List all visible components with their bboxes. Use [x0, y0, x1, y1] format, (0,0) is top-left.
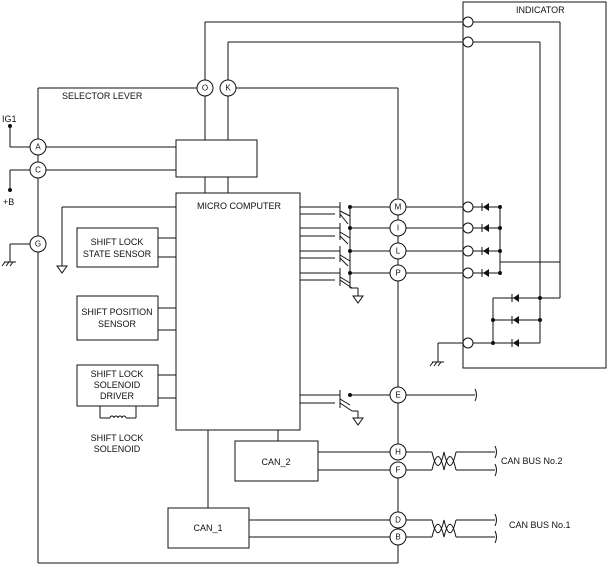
can1-label: CAN_1: [193, 523, 222, 533]
plus-b-label: +B: [3, 197, 14, 207]
svg-text:O: O: [202, 84, 208, 93]
terminal-b: B: [389, 528, 407, 546]
svg-text:K: K: [225, 84, 231, 93]
solenoid-driver-label-3: DRIVER: [100, 391, 135, 401]
terminal-a: A: [29, 138, 47, 156]
svg-text:G: G: [35, 240, 41, 249]
can2-block: [234, 440, 319, 482]
svg-text:P: P: [395, 269, 400, 278]
solenoid-label-1: SHIFT LOCK: [91, 433, 144, 443]
solenoid-coil: [109, 415, 127, 419]
terminal-m: M: [389, 198, 407, 216]
selector-lever-label: SELECTOR LEVER: [62, 91, 143, 101]
twisted-pair-can1: [431, 519, 457, 538]
terminal-o: O: [196, 79, 214, 97]
solenoid-driver-label-2: SOLENOID: [94, 380, 141, 390]
svg-text:F: F: [396, 466, 401, 475]
shift-position-sensor-label-2: SENSOR: [98, 319, 137, 329]
terminal-d: D: [389, 511, 407, 529]
terminal-e: E: [389, 386, 407, 404]
micro-computer-label: MICRO COMPUTER: [197, 201, 281, 211]
svg-text:H: H: [395, 448, 401, 457]
shift-lock-state-sensor: [76, 227, 159, 268]
shift-position-sensor: [76, 295, 159, 341]
terminal-k: K: [219, 79, 237, 97]
svg-text:I: I: [397, 224, 399, 233]
can-bus-2-label: CAN BUS No.2: [501, 456, 563, 466]
terminal-g: G: [29, 235, 47, 253]
solenoid-label-2: SOLENOID: [94, 444, 141, 454]
shift-lock-state-sensor-label-2: STATE SENSOR: [83, 249, 152, 259]
solenoid-driver-label-1: SHIFT LOCK: [91, 369, 144, 379]
terminal-i: I: [389, 219, 407, 237]
shift-position-sensor-label-1: SHIFT POSITION: [81, 307, 152, 317]
terminal-c: C: [29, 161, 47, 179]
ground-triangle-micro: [56, 265, 68, 274]
svg-text:C: C: [35, 166, 41, 175]
shift-lock-solenoid-driver: [76, 364, 159, 407]
can2-label: CAN_2: [261, 457, 290, 467]
indicator-label: INDICATOR: [516, 5, 565, 15]
transistor-group-outputs: [300, 202, 390, 304]
power-supply-block: [175, 139, 258, 178]
ground-symbol-left: [1, 261, 16, 267]
can-bus-1-label: CAN BUS No.1: [509, 520, 571, 530]
svg-text:D: D: [395, 516, 401, 525]
svg-text:E: E: [395, 391, 400, 400]
terminal-h: H: [389, 443, 407, 461]
micro-computer: [175, 192, 301, 431]
indicator-panel: [462, 1, 607, 369]
shift-lock-state-sensor-label-1: SHIFT LOCK: [91, 237, 144, 247]
svg-text:L: L: [396, 247, 401, 256]
ground-symbol-indicator: [429, 361, 444, 367]
transistor-e: [300, 390, 390, 426]
indicator-leds: [462, 16, 560, 349]
svg-text:M: M: [395, 203, 402, 212]
terminal-l: L: [389, 242, 407, 260]
svg-text:B: B: [395, 533, 400, 542]
terminal-p: P: [389, 264, 407, 282]
ig1-label: IG1: [2, 114, 17, 124]
terminal-f: F: [389, 461, 407, 479]
can1-block: [167, 507, 250, 549]
twisted-pair-can2: [431, 451, 457, 471]
svg-text:A: A: [35, 143, 41, 152]
